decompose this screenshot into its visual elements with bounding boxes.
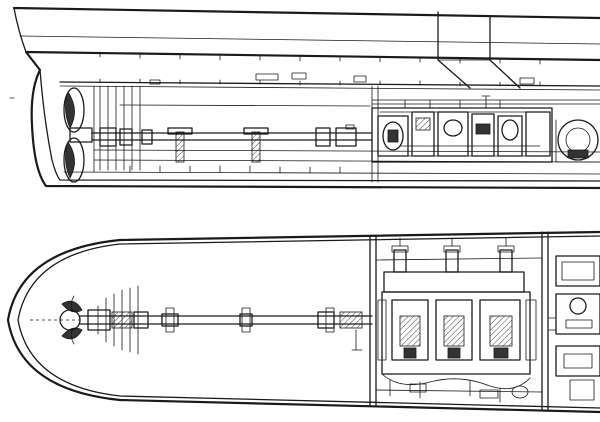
plan-propeller-shaft <box>79 307 373 351</box>
plan-bulkheads <box>369 231 549 411</box>
elevation-decks <box>59 51 600 175</box>
elevation-hull-outline <box>12 6 600 190</box>
elevation-frames <box>93 85 141 173</box>
elevation-propeller-shaft <box>91 124 373 163</box>
plan-view <box>6 230 600 414</box>
elevation-engine-room <box>371 95 600 163</box>
plan-hull-outline <box>6 230 600 414</box>
elevation-view <box>9 6 600 190</box>
elevation-forward-section <box>555 119 600 163</box>
elevation-propeller <box>9 87 93 183</box>
plan-forward-compartment <box>547 255 600 401</box>
plan-engine-room <box>377 237 537 403</box>
